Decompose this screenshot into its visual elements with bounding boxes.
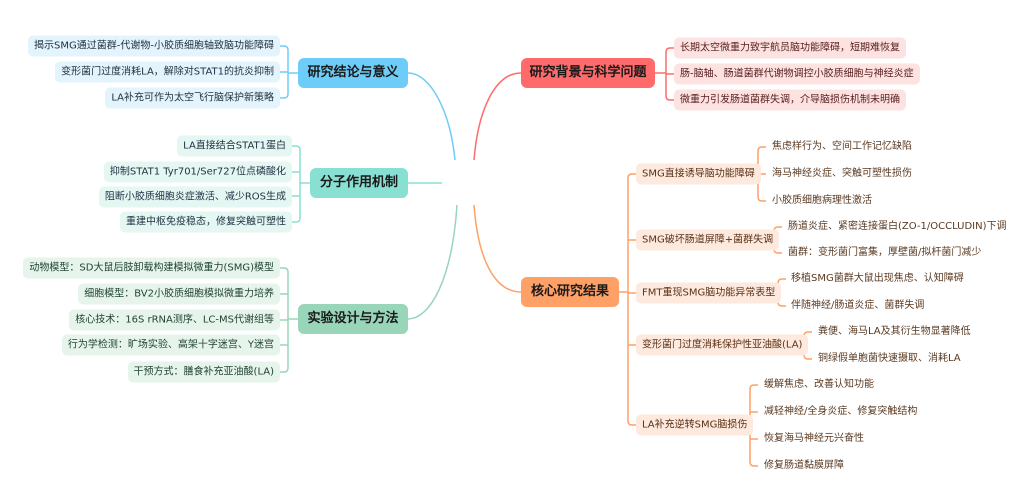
result-item[interactable]: SMG破坏肠道屏障+菌群失调: [636, 229, 780, 251]
background-item[interactable]: 长期太空微重力致宇航员脑功能障碍，短期难恢复: [674, 37, 906, 59]
methods-item[interactable]: 动物模型：SD大鼠后肢卸载构建模拟微重力(SMG)模型: [23, 257, 280, 279]
mechanism-item[interactable]: 重建中枢免疫稳态，修复突触可塑性: [120, 211, 292, 233]
methods-item[interactable]: 核心技术：16S rRNA测序、LC-MS代谢组等: [69, 309, 280, 331]
mechanism-item[interactable]: LA直接结合STAT1蛋白: [177, 135, 292, 157]
result-detail[interactable]: 修复肠道黏膜屏障: [764, 460, 844, 471]
conclusion-item[interactable]: 揭示SMG通过菌群-代谢物-小胶质细胞轴致脑功能障碍: [28, 35, 280, 57]
node-mechanism[interactable]: 分子作用机制: [310, 168, 408, 198]
result-item[interactable]: LA补充逆转SMG脑损伤: [636, 414, 754, 436]
result-detail[interactable]: 粪便、海马LA及其衍生物显著降低: [818, 326, 971, 337]
result-item[interactable]: SMG直接诱导脑功能障碍: [636, 163, 761, 185]
result-detail[interactable]: 菌群：变形菌门富集，厚壁菌/拟杆菌门减少: [788, 247, 982, 258]
result-detail[interactable]: 移植SMG菌群大鼠出现焦虑、认知障碍: [791, 273, 964, 284]
result-detail[interactable]: 恢复海马神经元兴奋性: [764, 433, 864, 444]
background-item[interactable]: 微重力引发肠道菌群失调，介导脑损伤机制未明确: [674, 89, 906, 111]
result-detail[interactable]: 减轻神经/全身炎症、修复突触结构: [764, 406, 918, 417]
background-item[interactable]: 肠-脑轴、肠道菌群代谢物调控小胶质细胞与神经炎症: [674, 63, 920, 85]
conclusion-item[interactable]: LA补充可作为太空飞行脑保护新策略: [105, 87, 280, 109]
node-methods[interactable]: 实验设计与方法: [298, 304, 408, 334]
methods-item[interactable]: 干预方式：膳食补充亚油酸(LA): [127, 361, 280, 383]
node-background[interactable]: 研究背景与科学问题: [521, 58, 655, 88]
result-item[interactable]: FMT重现SMG脑功能异常表型: [636, 282, 782, 304]
result-item[interactable]: 变形菌门过度消耗保护性亚油酸(LA): [636, 334, 809, 356]
node-results[interactable]: 核心研究结果: [521, 277, 619, 307]
result-detail[interactable]: 肠道炎症、紧密连接蛋白(ZO-1/OCCLUDIN)下调: [788, 221, 1007, 232]
methods-item[interactable]: 细胞模型：BV2小胶质细胞模拟微重力培养: [78, 283, 280, 305]
result-detail[interactable]: 小胶质细胞病理性激活: [772, 195, 872, 206]
conclusion-item[interactable]: 变形菌门过度消耗LA，解除对STAT1的抗炎抑制: [55, 61, 280, 83]
result-detail[interactable]: 缓解焦虑、改善认知功能: [764, 379, 874, 390]
mechanism-item[interactable]: 抑制STAT1 Tyr701/Ser727位点磷酸化: [103, 161, 292, 183]
methods-item[interactable]: 行为学检测：旷场实验、高架十字迷宫、Y迷宫: [61, 334, 280, 356]
mechanism-item[interactable]: 阻断小胶质细胞炎症激活、减少ROS生成: [98, 186, 292, 208]
node-conclusion[interactable]: 研究结论与意义: [298, 58, 408, 88]
result-detail[interactable]: 焦虑样行为、空间工作记忆缺陷: [772, 141, 912, 152]
result-detail[interactable]: 铜绿假单胞菌快速摄取、消耗LA: [818, 353, 961, 364]
result-detail[interactable]: 伴随神经/肠道炎症、菌群失调: [791, 300, 925, 311]
result-detail[interactable]: 海马神经炎症、突触可塑性损伤: [772, 168, 912, 179]
